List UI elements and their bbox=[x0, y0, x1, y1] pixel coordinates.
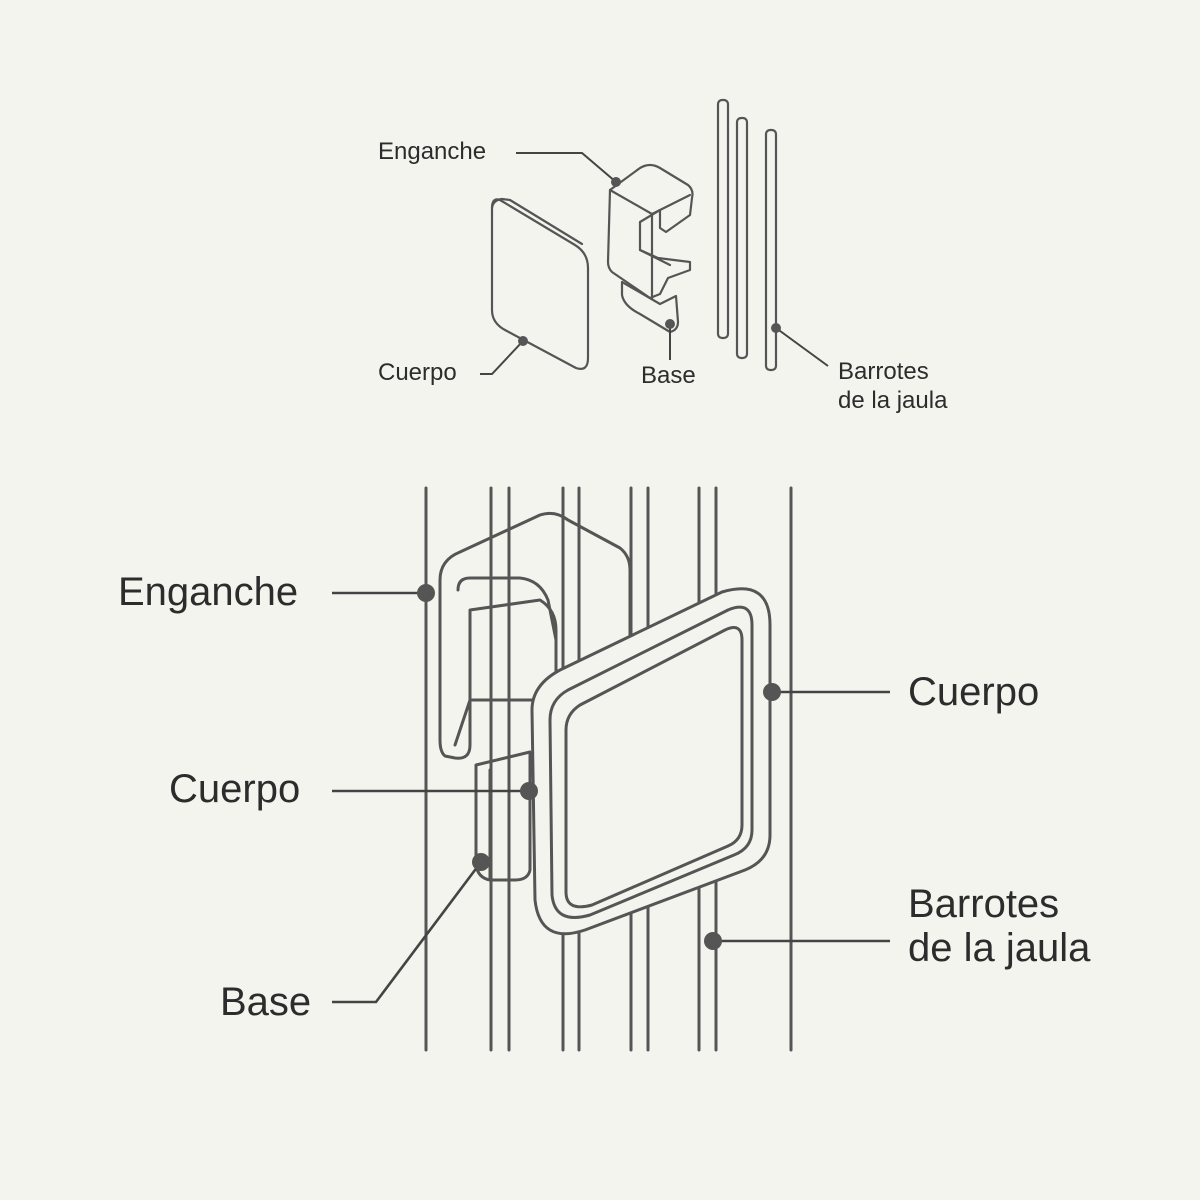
bottom-label-barrotes-1: Barrotes bbox=[908, 882, 1060, 926]
bottom-cuerpo-left-dot bbox=[520, 782, 538, 800]
bottom-leader-lines bbox=[332, 584, 890, 1004]
top-enganche-hook bbox=[606, 163, 694, 302]
top-leader-lines bbox=[480, 152, 829, 375]
bottom-base-dot bbox=[472, 853, 490, 871]
top-label-cuerpo: Cuerpo bbox=[378, 359, 457, 386]
bottom-label-enganche: Enganche bbox=[118, 570, 299, 614]
bottom-label-barrotes-2: de la jaula bbox=[908, 926, 1091, 970]
top-label-base: Base bbox=[641, 362, 696, 389]
bottom-label-cuerpo-left: Cuerpo bbox=[169, 767, 301, 811]
bottom-assembled-view bbox=[332, 486, 890, 1052]
top-cage-bars bbox=[716, 98, 778, 372]
top-base-dot bbox=[665, 319, 675, 329]
top-exploded-view bbox=[480, 98, 829, 375]
bottom-barrotes-dot bbox=[704, 932, 722, 950]
top-label-barrotes-1: Barrotes bbox=[838, 358, 929, 385]
top-label-barrotes-2: de la jaula bbox=[838, 387, 948, 414]
bottom-label-cuerpo-right: Cuerpo bbox=[908, 670, 1040, 714]
bottom-label-base: Base bbox=[220, 980, 312, 1024]
top-barrotes-dot bbox=[771, 323, 781, 333]
bottom-enganche-dot bbox=[417, 584, 435, 602]
top-cuerpo-dot bbox=[518, 336, 528, 346]
bottom-cuerpo-frame bbox=[530, 587, 772, 936]
top-cuerpo-plate bbox=[490, 197, 590, 370]
bottom-cuerpo-right-dot bbox=[763, 683, 781, 701]
top-label-enganche: Enganche bbox=[378, 138, 487, 165]
top-enganche-dot bbox=[611, 177, 621, 187]
